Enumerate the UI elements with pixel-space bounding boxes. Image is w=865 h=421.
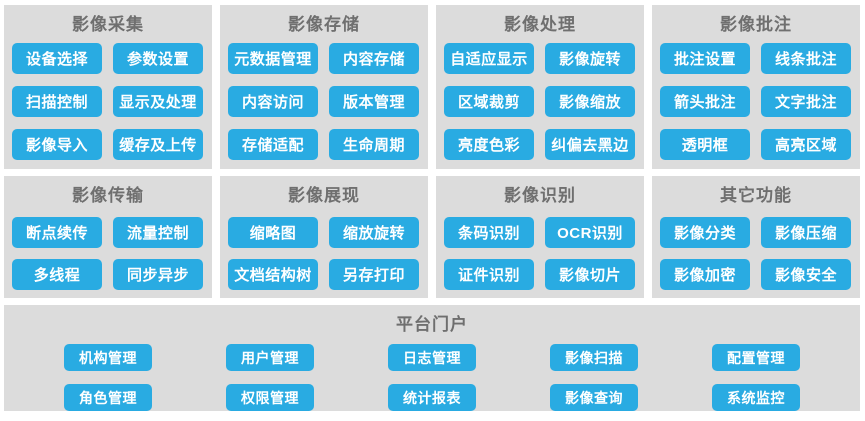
feature-button[interactable]: 元数据管理 [228,43,318,74]
feature-button[interactable]: 缓存及上传 [113,129,203,160]
panel-other-functions: 其它功能 影像分类 影像压缩 影像加密 影像安全 [652,176,860,298]
portal-button[interactable]: 角色管理 [64,384,152,411]
portal-button[interactable]: 影像查询 [550,384,638,411]
feature-button[interactable]: 显示及处理 [113,86,203,117]
panel-image-transmission: 影像传输 断点续传 流量控制 多线程 同步异步 [4,176,212,298]
feature-button[interactable]: 另存打印 [329,259,419,290]
feature-button[interactable]: 区域裁剪 [444,86,534,117]
button-grid: 设备选择 参数设置 扫描控制 显示及处理 影像导入 缓存及上传 [4,35,212,160]
feature-button[interactable]: 影像安全 [761,259,851,290]
portal-button[interactable]: 影像扫描 [550,344,638,371]
feature-button[interactable]: 自适应显示 [444,43,534,74]
feature-button[interactable]: 断点续传 [12,217,102,248]
panel-platform-portal: 平台门户 机构管理 用户管理 日志管理 影像扫描 配置管理 角色管理 权限管理 … [4,305,860,411]
portal-button[interactable]: 机构管理 [64,344,152,371]
panel-title-other-functions: 其它功能 [720,186,792,205]
feature-button[interactable]: 证件识别 [444,259,534,290]
feature-button[interactable]: 内容存储 [329,43,419,74]
panel-row-1: 影像采集 设备选择 参数设置 扫描控制 显示及处理 影像导入 缓存及上传 影像存… [4,5,860,169]
button-grid: 断点续传 流量控制 多线程 同步异步 [4,206,212,290]
portal-button-row-1: 机构管理 用户管理 日志管理 影像扫描 配置管理 [4,344,860,371]
button-grid: 元数据管理 内容存储 内容访问 版本管理 存储适配 生命周期 [220,35,428,160]
feature-button[interactable]: 条码识别 [444,217,534,248]
feature-button[interactable]: 版本管理 [329,86,419,117]
panel-title-image-display: 影像展现 [288,186,360,205]
portal-button[interactable]: 配置管理 [712,344,800,371]
feature-button[interactable]: 影像压缩 [761,217,851,248]
feature-button[interactable]: 高亮区域 [761,129,851,160]
feature-button[interactable]: 箭头批注 [660,86,750,117]
feature-button[interactable]: 内容访问 [228,86,318,117]
panel-title-image-recognition: 影像识别 [504,186,576,205]
feature-button[interactable]: 缩略图 [228,217,318,248]
feature-button[interactable]: 影像切片 [545,259,635,290]
portal-button-row-2: 角色管理 权限管理 统计报表 影像查询 系统监控 [4,384,860,411]
panel-title-image-storage: 影像存储 [288,15,360,34]
panel-image-annotation: 影像批注 批注设置 线条批注 箭头批注 文字批注 透明框 高亮区域 [652,5,860,169]
panel-title-image-processing: 影像处理 [504,15,576,34]
feature-button[interactable]: 流量控制 [113,217,203,248]
feature-button[interactable]: 纠偏去黑边 [545,129,635,160]
feature-button[interactable]: 扫描控制 [12,86,102,117]
feature-button[interactable]: 多线程 [12,259,102,290]
feature-button[interactable]: 透明框 [660,129,750,160]
feature-button[interactable]: 缩放旋转 [329,217,419,248]
feature-button[interactable]: 影像导入 [12,129,102,160]
panel-title-image-annotation: 影像批注 [720,15,792,34]
feature-button[interactable]: 影像加密 [660,259,750,290]
button-grid: 影像分类 影像压缩 影像加密 影像安全 [652,206,860,290]
panel-row-2: 影像传输 断点续传 流量控制 多线程 同步异步 影像展现 缩略图 缩放旋转 文档… [4,176,860,298]
panel-title-image-transmission: 影像传输 [72,186,144,205]
portal-button[interactable]: 系统监控 [712,384,800,411]
panel-title-image-capture: 影像采集 [72,15,144,34]
button-grid: 自适应显示 影像旋转 区域裁剪 影像缩放 亮度色彩 纠偏去黑边 [436,35,644,160]
button-grid: 条码识别 OCR识别 证件识别 影像切片 [436,206,644,290]
panel-title-platform-portal: 平台门户 [396,315,468,334]
feature-button[interactable]: 影像分类 [660,217,750,248]
feature-button[interactable]: 影像缩放 [545,86,635,117]
feature-button[interactable]: 影像旋转 [545,43,635,74]
feature-button[interactable]: 批注设置 [660,43,750,74]
portal-button[interactable]: 日志管理 [388,344,476,371]
feature-button[interactable]: 线条批注 [761,43,851,74]
feature-button[interactable]: OCR识别 [545,217,635,248]
feature-button[interactable]: 文档结构树 [228,259,318,290]
portal-button[interactable]: 统计报表 [388,384,476,411]
panel-image-display: 影像展现 缩略图 缩放旋转 文档结构树 另存打印 [220,176,428,298]
feature-button[interactable]: 参数设置 [113,43,203,74]
portal-button[interactable]: 用户管理 [226,344,314,371]
feature-button[interactable]: 生命周期 [329,129,419,160]
button-grid: 缩略图 缩放旋转 文档结构树 另存打印 [220,206,428,290]
panel-image-recognition: 影像识别 条码识别 OCR识别 证件识别 影像切片 [436,176,644,298]
feature-button[interactable]: 文字批注 [761,86,851,117]
feature-button[interactable]: 存储适配 [228,129,318,160]
panel-image-storage: 影像存储 元数据管理 内容存储 内容访问 版本管理 存储适配 生命周期 [220,5,428,169]
panel-image-processing: 影像处理 自适应显示 影像旋转 区域裁剪 影像缩放 亮度色彩 纠偏去黑边 [436,5,644,169]
panel-image-capture: 影像采集 设备选择 参数设置 扫描控制 显示及处理 影像导入 缓存及上传 [4,5,212,169]
feature-button[interactable]: 亮度色彩 [444,129,534,160]
button-grid: 批注设置 线条批注 箭头批注 文字批注 透明框 高亮区域 [652,35,860,160]
feature-button[interactable]: 设备选择 [12,43,102,74]
portal-button[interactable]: 权限管理 [226,384,314,411]
feature-button[interactable]: 同步异步 [113,259,203,290]
